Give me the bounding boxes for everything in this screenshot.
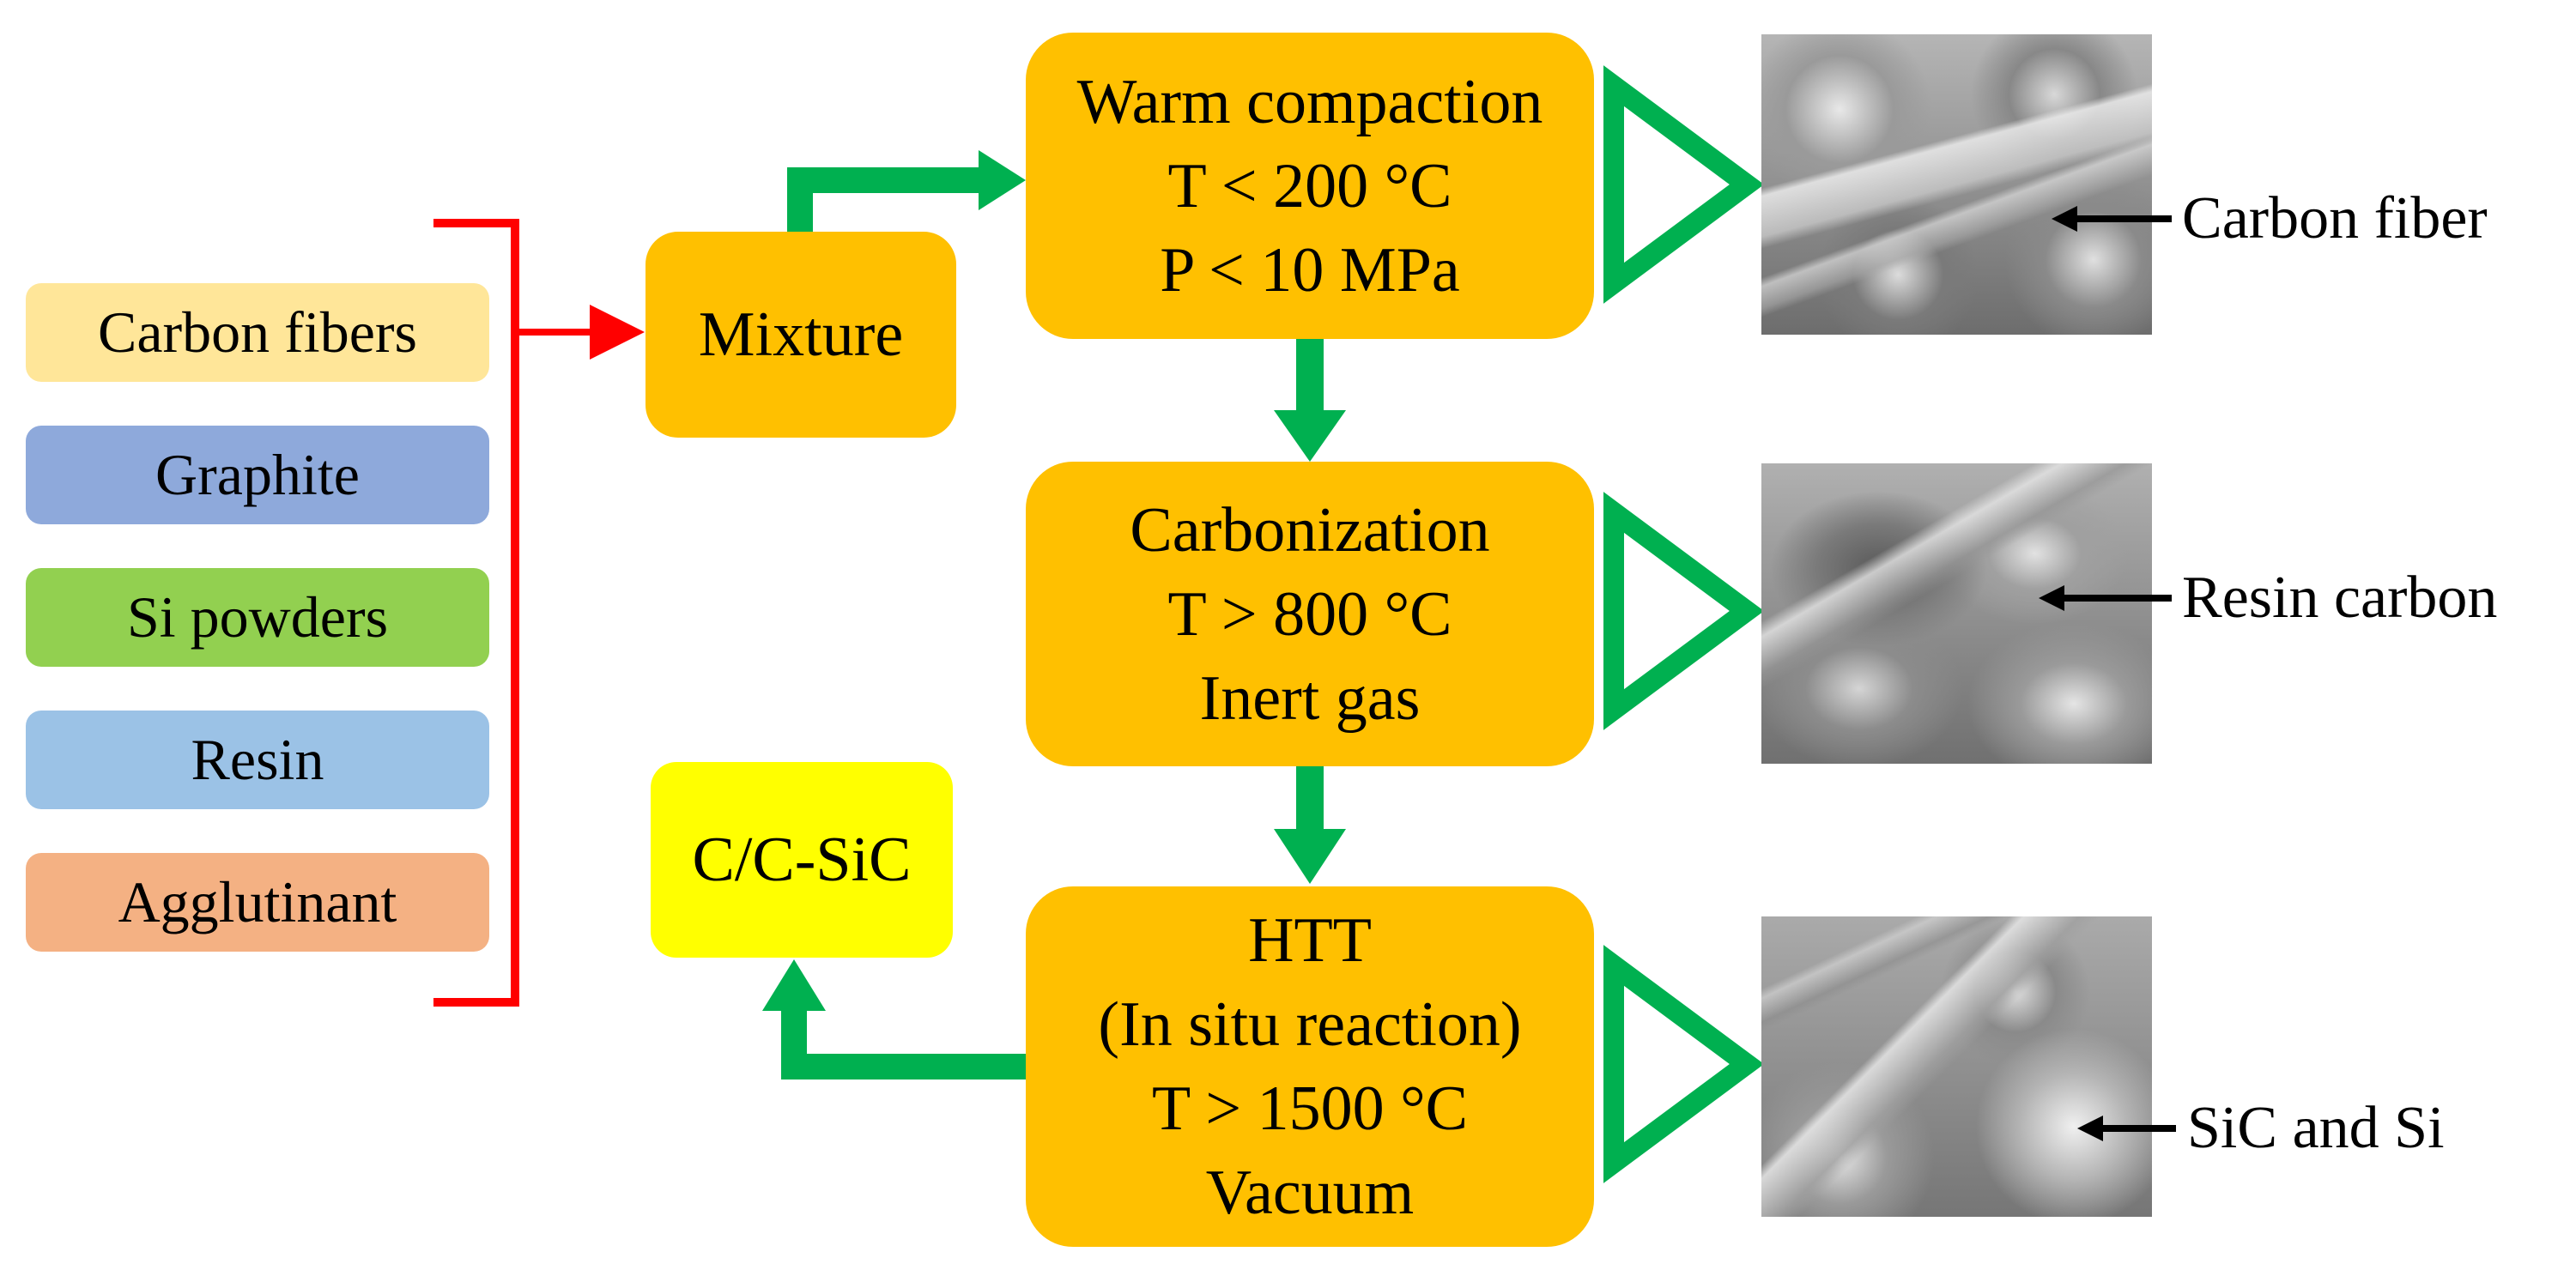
stage1-temperature: T < 200 °C xyxy=(1167,150,1452,221)
compaction-to-carbonization-arrowhead xyxy=(1274,410,1346,462)
pointer-arrowhead-3 xyxy=(2077,1116,2103,1141)
product-label: C/C-SiC xyxy=(692,824,912,895)
micrograph-stage1 xyxy=(1761,34,2152,335)
stage-carbonization: Carbonization T > 800 °C Inert gas xyxy=(1026,462,1594,766)
pointer-arrowhead-2 xyxy=(2039,585,2064,611)
stage3-temperature: T > 1500 °C xyxy=(1151,1073,1469,1144)
stage3-atmosphere: Vacuum xyxy=(1205,1158,1415,1228)
input-graphite-label: Graphite xyxy=(155,442,360,507)
micrograph-stage2 xyxy=(1761,463,2152,764)
mixture-box: Mixture xyxy=(646,232,956,438)
input-si-powders: Si powders xyxy=(26,568,489,667)
input-carbon-fibers-label: Carbon fibers xyxy=(97,299,417,365)
micrograph-label-resin-carbon: Resin carbon xyxy=(2182,565,2498,631)
micrograph-label-sic-si: SiC and Si xyxy=(2187,1095,2445,1161)
stage1-triangle xyxy=(1603,65,1765,304)
input-agglutinant: Agglutinant xyxy=(26,853,489,952)
input-agglutinant-label: Agglutinant xyxy=(118,869,397,934)
mixture-to-compaction-arrow xyxy=(787,167,979,232)
stage1-title: Warm compaction xyxy=(1076,66,1543,137)
stage-warm-compaction: Warm compaction T < 200 °C P < 10 MPa xyxy=(1026,33,1594,339)
input-resin: Resin xyxy=(26,711,489,809)
mixture-to-compaction-arrowhead xyxy=(979,150,1026,210)
input-bracket xyxy=(433,219,519,1007)
stage3-subtitle: (In situ reaction) xyxy=(1098,989,1522,1060)
input-carbon-fibers: Carbon fibers xyxy=(26,283,489,382)
input-si-powders-label: Si powders xyxy=(126,584,389,650)
htt-to-product-arrow xyxy=(781,1008,1026,1080)
stage2-atmosphere: Inert gas xyxy=(1199,662,1421,734)
stage2-triangle xyxy=(1603,492,1765,730)
micrograph-label-carbon-fiber: Carbon fiber xyxy=(2182,185,2488,251)
input-resin-label: Resin xyxy=(191,727,324,792)
stage2-temperature: T > 800 °C xyxy=(1167,578,1452,650)
stage1-pressure: P < 10 MPa xyxy=(1160,234,1460,305)
carbonization-to-htt-shaft xyxy=(1296,766,1324,831)
micrograph-stage3 xyxy=(1761,916,2152,1217)
stage3-title: HTT xyxy=(1248,905,1372,976)
input-graphite: Graphite xyxy=(26,426,489,524)
stage3-triangle xyxy=(1603,945,1765,1183)
stage-htt: HTT (In situ reaction) T > 1500 °C Vacuu… xyxy=(1026,886,1594,1247)
carbonization-to-htt-arrowhead xyxy=(1274,829,1346,884)
pointer-arrowhead-1 xyxy=(2052,206,2077,232)
compaction-to-carbonization-shaft xyxy=(1296,339,1324,412)
htt-to-product-arrowhead xyxy=(762,959,826,1011)
product-box: C/C-SiC xyxy=(651,762,953,958)
stage2-title: Carbonization xyxy=(1130,494,1490,565)
mixture-label: Mixture xyxy=(698,299,904,370)
